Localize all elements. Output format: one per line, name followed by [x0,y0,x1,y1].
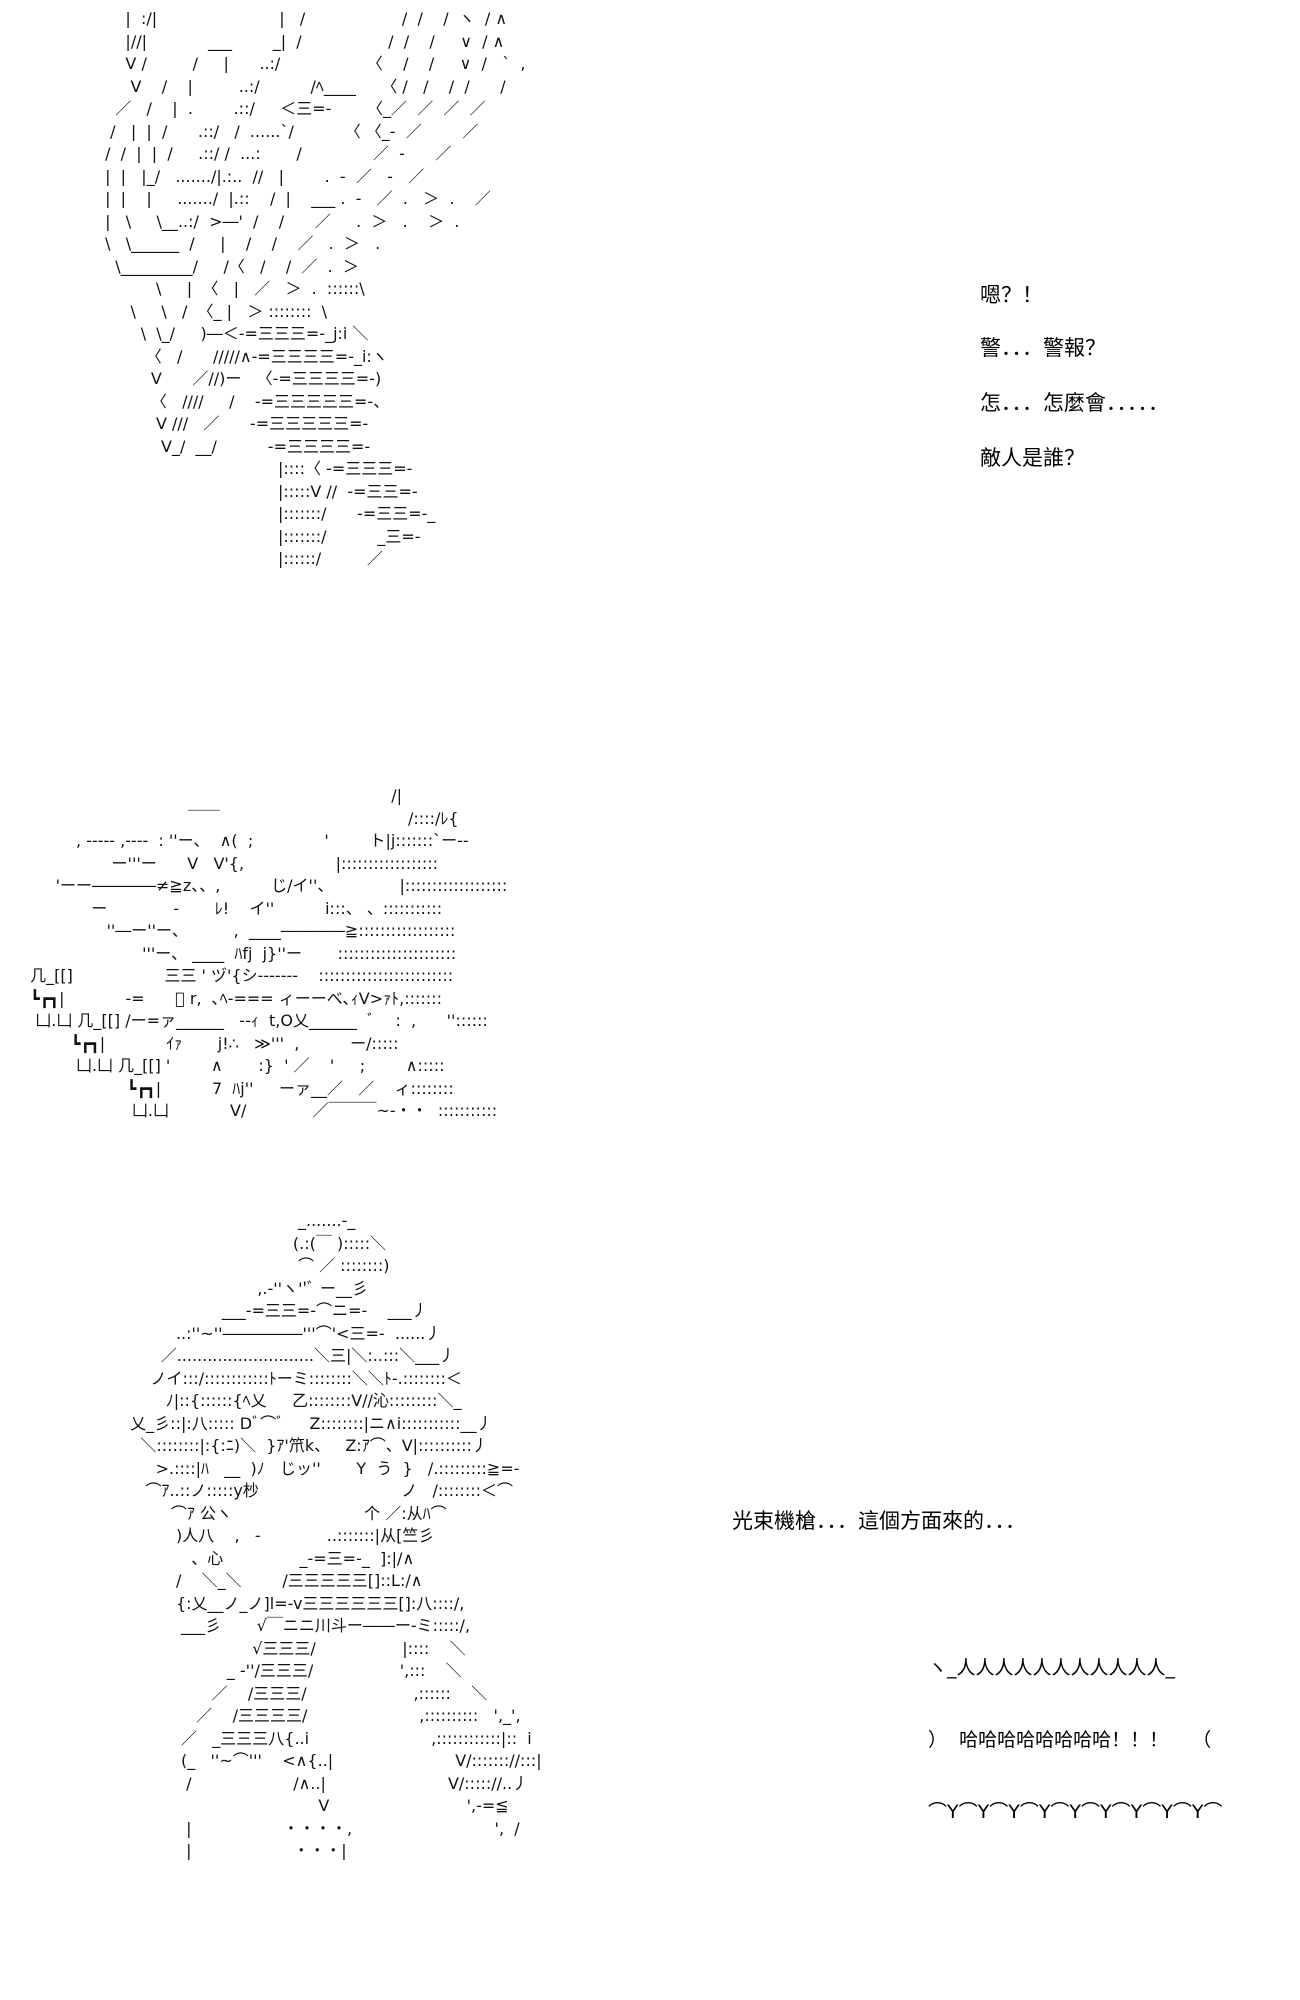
ascii-art-line: ┗┏┓| -= ﾞ r, ､ﾍ-=== ィーーべ､ｨV>ｧﾄ,::::::: [20,988,442,1008]
ascii-art-line: 乂_彡::|:八::::: Dﾞ⌒ﾞ Z::::::::|ニ∧i::::::::… [120,1413,493,1433]
ascii-art-line: / ＼_＼ /三三三三三[]::L:/∧ [120,1571,423,1590]
ascii-art-line: 凵.凵 V/ ／￣￣￣~-・・ ::::::::::: [20,1101,498,1120]
ascii-art-line: / / | | / .::/ / ...: / ／ - ／ [100,144,452,163]
ascii-art-panel-2: /| ￣￣ /::::/ﾚ{ , ----- ,---- : ''ー、 ∧( ;… [20,785,507,1123]
ascii-art-line: ﾉ|::{::::::{ﾍ乂 乙::::::::V//沁:::::::::＼_ [120,1391,462,1410]
dialogue-line: 嗯？！ [980,283,1043,307]
dialogue-line: 敵人是誰？ [980,446,1085,470]
ascii-art-line: ／ / | . .::/ ＜三=- 〈_／ ／ ／ ／ [100,99,486,118]
ascii-art-line: / | | / .::/ / ......`/ 〈 〈_- ／ ／ [100,121,479,141]
ascii-art-line: (.:(￣ ):::::＼ [120,1233,387,1253]
ascii-art-line: | ・・・・, ', / [120,1818,520,1838]
ascii-art-line: | \ \__..:/ >―' / / ／ . ＞ . ＞ . [100,211,460,231]
ascii-art-line: ／ /三三三/ ,:::::: ＼ [120,1683,488,1703]
ascii-art-line: |:::::V // -=三三=- [100,481,418,501]
ascii-art-line: 〈 / /////∧-=三三三三=-_i:ヽ [100,346,388,366]
ascii-art-line: '''ー、 ____ ﾊfj j}''ー :::::::::::::::::::… [20,943,457,963]
ascii-art-line: >.::::|ﾊ __ )ﾉ じッ'' Y う } /.:::::::::≧=- [120,1458,520,1478]
ascii-art-panel-1: | :/| | / / / / ヽ / ∧ |//| ___ _| / / / … [100,8,525,571]
ascii-art-line: _ -''/三三三/ ',::: ＼ [120,1661,462,1680]
ascii-art-line: | ・・・| [120,1841,347,1860]
ascii-art-line: ノイ:::/::::::::::::ﾄーミ::::::::＼＼ﾄ-.::::::… [120,1368,462,1388]
burst-top-border: ヽ_人人人人人人人人人人人_ [928,1657,1176,1679]
ascii-art-line: 凵.凵 几_[[] /ー=ァ______ -‐ｨ t,O乂______ ﾞ : … [20,1011,488,1030]
ascii-art-line: V / / | ..:/ 〈 / / ∨ / ` , [100,54,526,73]
dialogue-line: 警．．．警報？ [980,336,1106,360]
shout-burst: ヽ_人人人人人人人人人人人_ ） 哈哈哈哈哈哈哈哈！！！ （ ⌒Y⌒Y⌒Y⌒Y⌒… [928,1608,1222,1848]
ascii-art-line: ／ _三三三八{..i ,::::::::::::|:: i [120,1728,532,1748]
ascii-art-line: )人八 , - ..:::::::|从[竺彡 [120,1526,435,1545]
dialogue-line: 光束機槍．．．這個方面來的．．． [732,1509,1026,1533]
ascii-art-line: {:乂__ノ_ノ]l=-v三三三三三三[]:八::::/, [120,1593,465,1613]
ascii-art-line: √三三三/ |:::: ＼ [120,1638,466,1658]
ascii-art-line: ..:''~''―――――'''⌒'<三=- ......丿 [120,1323,442,1343]
ascii-art-line: ⌒ｱ 公ヽ 个 ／:从ﾊ⌒ [120,1503,447,1523]
burst-bottom-border: ⌒Y⌒Y⌒Y⌒Y⌒Y⌒Y⌒Y⌒Y⌒Y⌒ [928,1801,1223,1823]
ascii-art-line: 'ーー――――≠≧z、、, じ/イ''、 |::::::::::::::::::… [20,876,508,895]
ascii-art-line: ┗┏┓| ｲｧ j!∴ ≫''' , ー/::::: [20,1033,399,1053]
ascii-art-line: / /∧..| V/::::://..丿 [120,1773,529,1793]
ascii-art-line: | | |_/ ......./|.:.. // | . - ／ - ／ [100,166,425,186]
ascii-art-line: 〈 //// / -=三三三三三=-、 [100,391,390,411]
ascii-art-line: \ \_/ )―＜-=三三三=-_j:i ＼ [100,324,369,343]
ascii-art-line: ,.-''ヽ''ﾞ ー__彡 [120,1278,368,1298]
ascii-art-line: 几_[[] 三三 ' ヅ'{シ------- :::::::::::::::::… [20,966,454,985]
ascii-art-line: V_/ __/ -=三三三三=- [100,436,371,456]
ascii-art-line: \ | 〈 | ／ ＞ . ::::::\ [100,279,365,298]
ascii-art-line: ⌒ｱ..::ノ:::::y杪 ノ /::::::::＜⌒ [120,1481,513,1500]
burst-text: ） 哈哈哈哈哈哈哈哈！！！ （ [928,1729,1212,1751]
ascii-art-line: |::::::/ ／ [100,549,383,568]
ascii-art-line: ⌒ ／ ::::::::) [120,1256,390,1275]
ascii-art-line: \ \ / 〈_ | ＞ :::::::: \ [100,301,328,321]
ascii-art-line: |::::〈 -=三三三=- [100,459,413,478]
ascii-art-line: |:::::::/ -=三三=-_ [100,504,436,523]
ascii-art-line: |//| ___ _| / / / / ∨ / ∧ [100,31,505,51]
ascii-art-line: , ----- ,---- : ''ー、 ∧( ; ' ト|j:::::::`ー… [20,831,469,850]
ascii-art-line: ー'''ー V V'{, |:::::::::::::::::: [20,853,439,873]
ascii-art-line: _.......-_ [120,1211,356,1230]
ascii-art-line: \ \______ / | / / ／ . ＞ . [100,234,381,253]
ascii-art-line: /| [20,786,403,805]
ascii-art-line: V / | ..:/ /ﾍ____ 〈 / / / / / [100,76,506,96]
ascii-art-line: ___-=三三=-⌒ニ=- ___丿 [120,1301,428,1320]
ascii-art-line: ／ /三三三三/ ,:::::::::: ',_', [120,1706,521,1725]
ascii-art-line: ＼::::::::|:{:ﾆ)＼ }ｱ'笊k、 Z:ｱ⌒、V|:::::::::… [120,1436,488,1455]
ascii-art-line: (_ ''~⌒''' <∧{..| V/::::::://:::| [120,1751,542,1770]
ascii-art-line: ┗┏┓| 7 ﾊj'' ーァ__／ ／ ィ:::::::: [20,1078,454,1098]
ascii-art-line: | :/| | / / / / ヽ / ∧ [100,9,508,28]
ascii-art-panel-3: _.......-_ (.:(￣ ):::::＼ ⌒ ／ ::::::::) ,… [120,1210,542,1863]
ascii-art-line: V /// ／ -=三三三三三=- [100,414,369,433]
ascii-art-line: ___彡 √￣ニニ川斗ー――ー-ミ:::::/, [120,1616,471,1635]
ascii-art-line: |:::::::/ _三=- [100,526,421,546]
ascii-art-line: ー - ﾚ! イ'' i:::、 、::::::::::: [20,898,443,918]
ascii-art-line: ￣￣ /::::/ﾚ{ [20,808,459,828]
ascii-art-line: V ',-=≦ [120,1796,509,1815]
ascii-art-line: ／...........................＼三|＼:..:::＼_… [120,1346,456,1365]
ascii-art-line: 、心 _-=三=-_ ]:|/∧ [120,1548,415,1568]
ascii-art-line: V ／//)ー 〈-=三三三三=-) [100,369,382,388]
dialogue-line: 怎．．．怎麼會．．．．． [980,391,1169,415]
ascii-art-line: 凵.凵 几_[[] ' ∧ :} ' ／ ' ; ∧::::: [20,1056,445,1075]
ascii-art-line: \_________/ /〈 / / ／ . ＞ [100,256,359,276]
ascii-art-line: | | | ......./ |.:: / | ___ . - ／ . ＞ . … [100,189,491,208]
ascii-art-line: ''―ー''ー、 , ____――――≧:::::::::::::::::: [20,921,456,940]
